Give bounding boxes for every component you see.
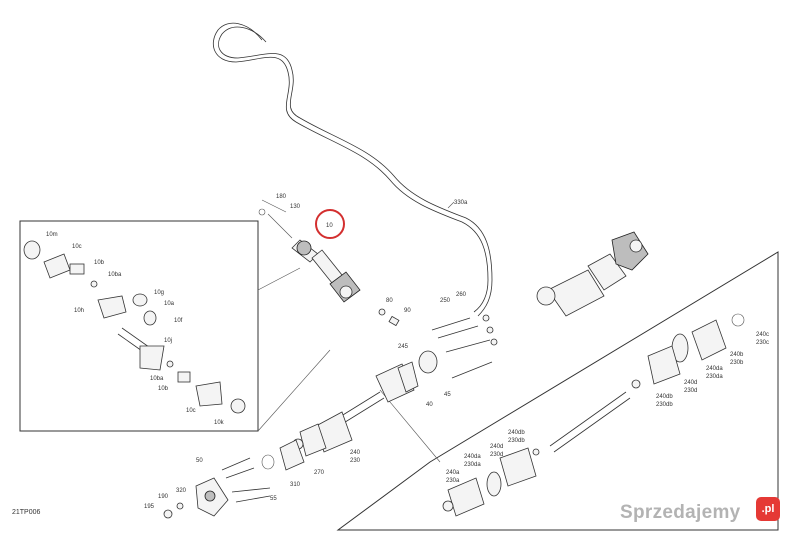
propeller-shaft <box>258 199 361 303</box>
callout-10ba-b: 10ba <box>150 376 164 382</box>
inset-connector-bottom <box>257 349 331 432</box>
callout-10m: 10m <box>46 232 58 238</box>
callout-240a: 240a <box>446 470 460 476</box>
callout-10k: 10k <box>214 420 225 426</box>
callout-230da-a: 230da <box>706 374 723 380</box>
breather-hose <box>213 22 489 313</box>
callout-10a: 10a <box>164 301 175 307</box>
watermark-badge: .pl <box>756 497 780 521</box>
callout-240db-b: 240db <box>508 430 525 436</box>
callout-10b-a: 10b <box>94 260 105 266</box>
callout-240da-a: 240da <box>706 366 723 372</box>
wheel-hub <box>163 457 271 519</box>
callout-250: 250 <box>440 298 451 304</box>
callout-55: 55 <box>270 496 277 502</box>
leader-330a <box>447 201 455 209</box>
callout-195: 195 <box>144 504 155 510</box>
callout-245: 245 <box>398 344 409 350</box>
callout-190: 190 <box>158 494 169 500</box>
inset-parts <box>23 240 246 414</box>
callout-10f: 10f <box>174 318 183 324</box>
gasket-ring <box>418 350 438 374</box>
callout-260: 260 <box>456 292 467 298</box>
callout-310: 310 <box>290 482 301 488</box>
watermark-text: Sprzedajemy <box>620 502 741 523</box>
callout-10g: 10g <box>154 290 164 296</box>
callout-40: 40 <box>426 402 433 408</box>
callout-240db-a: 240db <box>656 394 673 400</box>
callout-10j: 10j <box>164 338 172 344</box>
callout-320: 320 <box>176 488 187 494</box>
cv-detail-frame <box>336 251 779 531</box>
cv-joint-parts <box>442 313 745 517</box>
callout-330a: 330a <box>454 200 468 206</box>
callout-10h: 10h <box>74 308 84 314</box>
cv-connector <box>379 389 441 463</box>
bolts-group <box>378 308 498 379</box>
diagram-code: 21TP006 <box>12 509 41 516</box>
callout-230c: 230c <box>756 340 769 346</box>
differential-housing <box>536 231 649 317</box>
callout-240: 240 <box>350 450 361 456</box>
inset-connector-top <box>257 267 301 291</box>
callout-240c: 240c <box>756 332 769 338</box>
detail-inset-frame <box>19 220 259 432</box>
callout-230: 230 <box>350 458 361 464</box>
callout-10b-b: 10b <box>158 386 169 392</box>
callout-10ba-a: 10ba <box>108 272 122 278</box>
callout-240da-b: 240da <box>464 454 481 460</box>
callout-230b: 230b <box>730 360 744 366</box>
callout-45: 45 <box>444 392 451 398</box>
seal <box>261 454 275 470</box>
callout-270: 270 <box>314 470 325 476</box>
callout-10c-b: 10c <box>186 408 196 414</box>
callout-80: 80 <box>386 298 393 304</box>
callout-230a: 230a <box>446 478 460 484</box>
callout-230da-b: 230da <box>464 462 481 468</box>
callout-50: 50 <box>196 458 203 464</box>
bearing <box>279 439 305 471</box>
callout-240d-a: 240d <box>684 380 697 386</box>
callout-240b: 240b <box>730 352 744 358</box>
drive-shaft-assembly <box>292 361 419 457</box>
callout-240d-b: 240d <box>490 444 503 450</box>
callout-230d-b: 230d <box>490 452 503 458</box>
callout-10: 10 <box>326 223 333 229</box>
callout-230d-a: 230d <box>684 388 697 394</box>
callout-230db-b: 230db <box>508 438 525 444</box>
breather-hose-edge <box>218 26 493 317</box>
callout-230db-a: 230db <box>656 402 673 408</box>
callout-10c-a: 10c <box>72 244 82 250</box>
highlight-ring <box>315 209 345 239</box>
callout-90: 90 <box>404 308 411 314</box>
callout-130: 130 <box>290 204 301 210</box>
callout-180: 180 <box>276 194 287 200</box>
